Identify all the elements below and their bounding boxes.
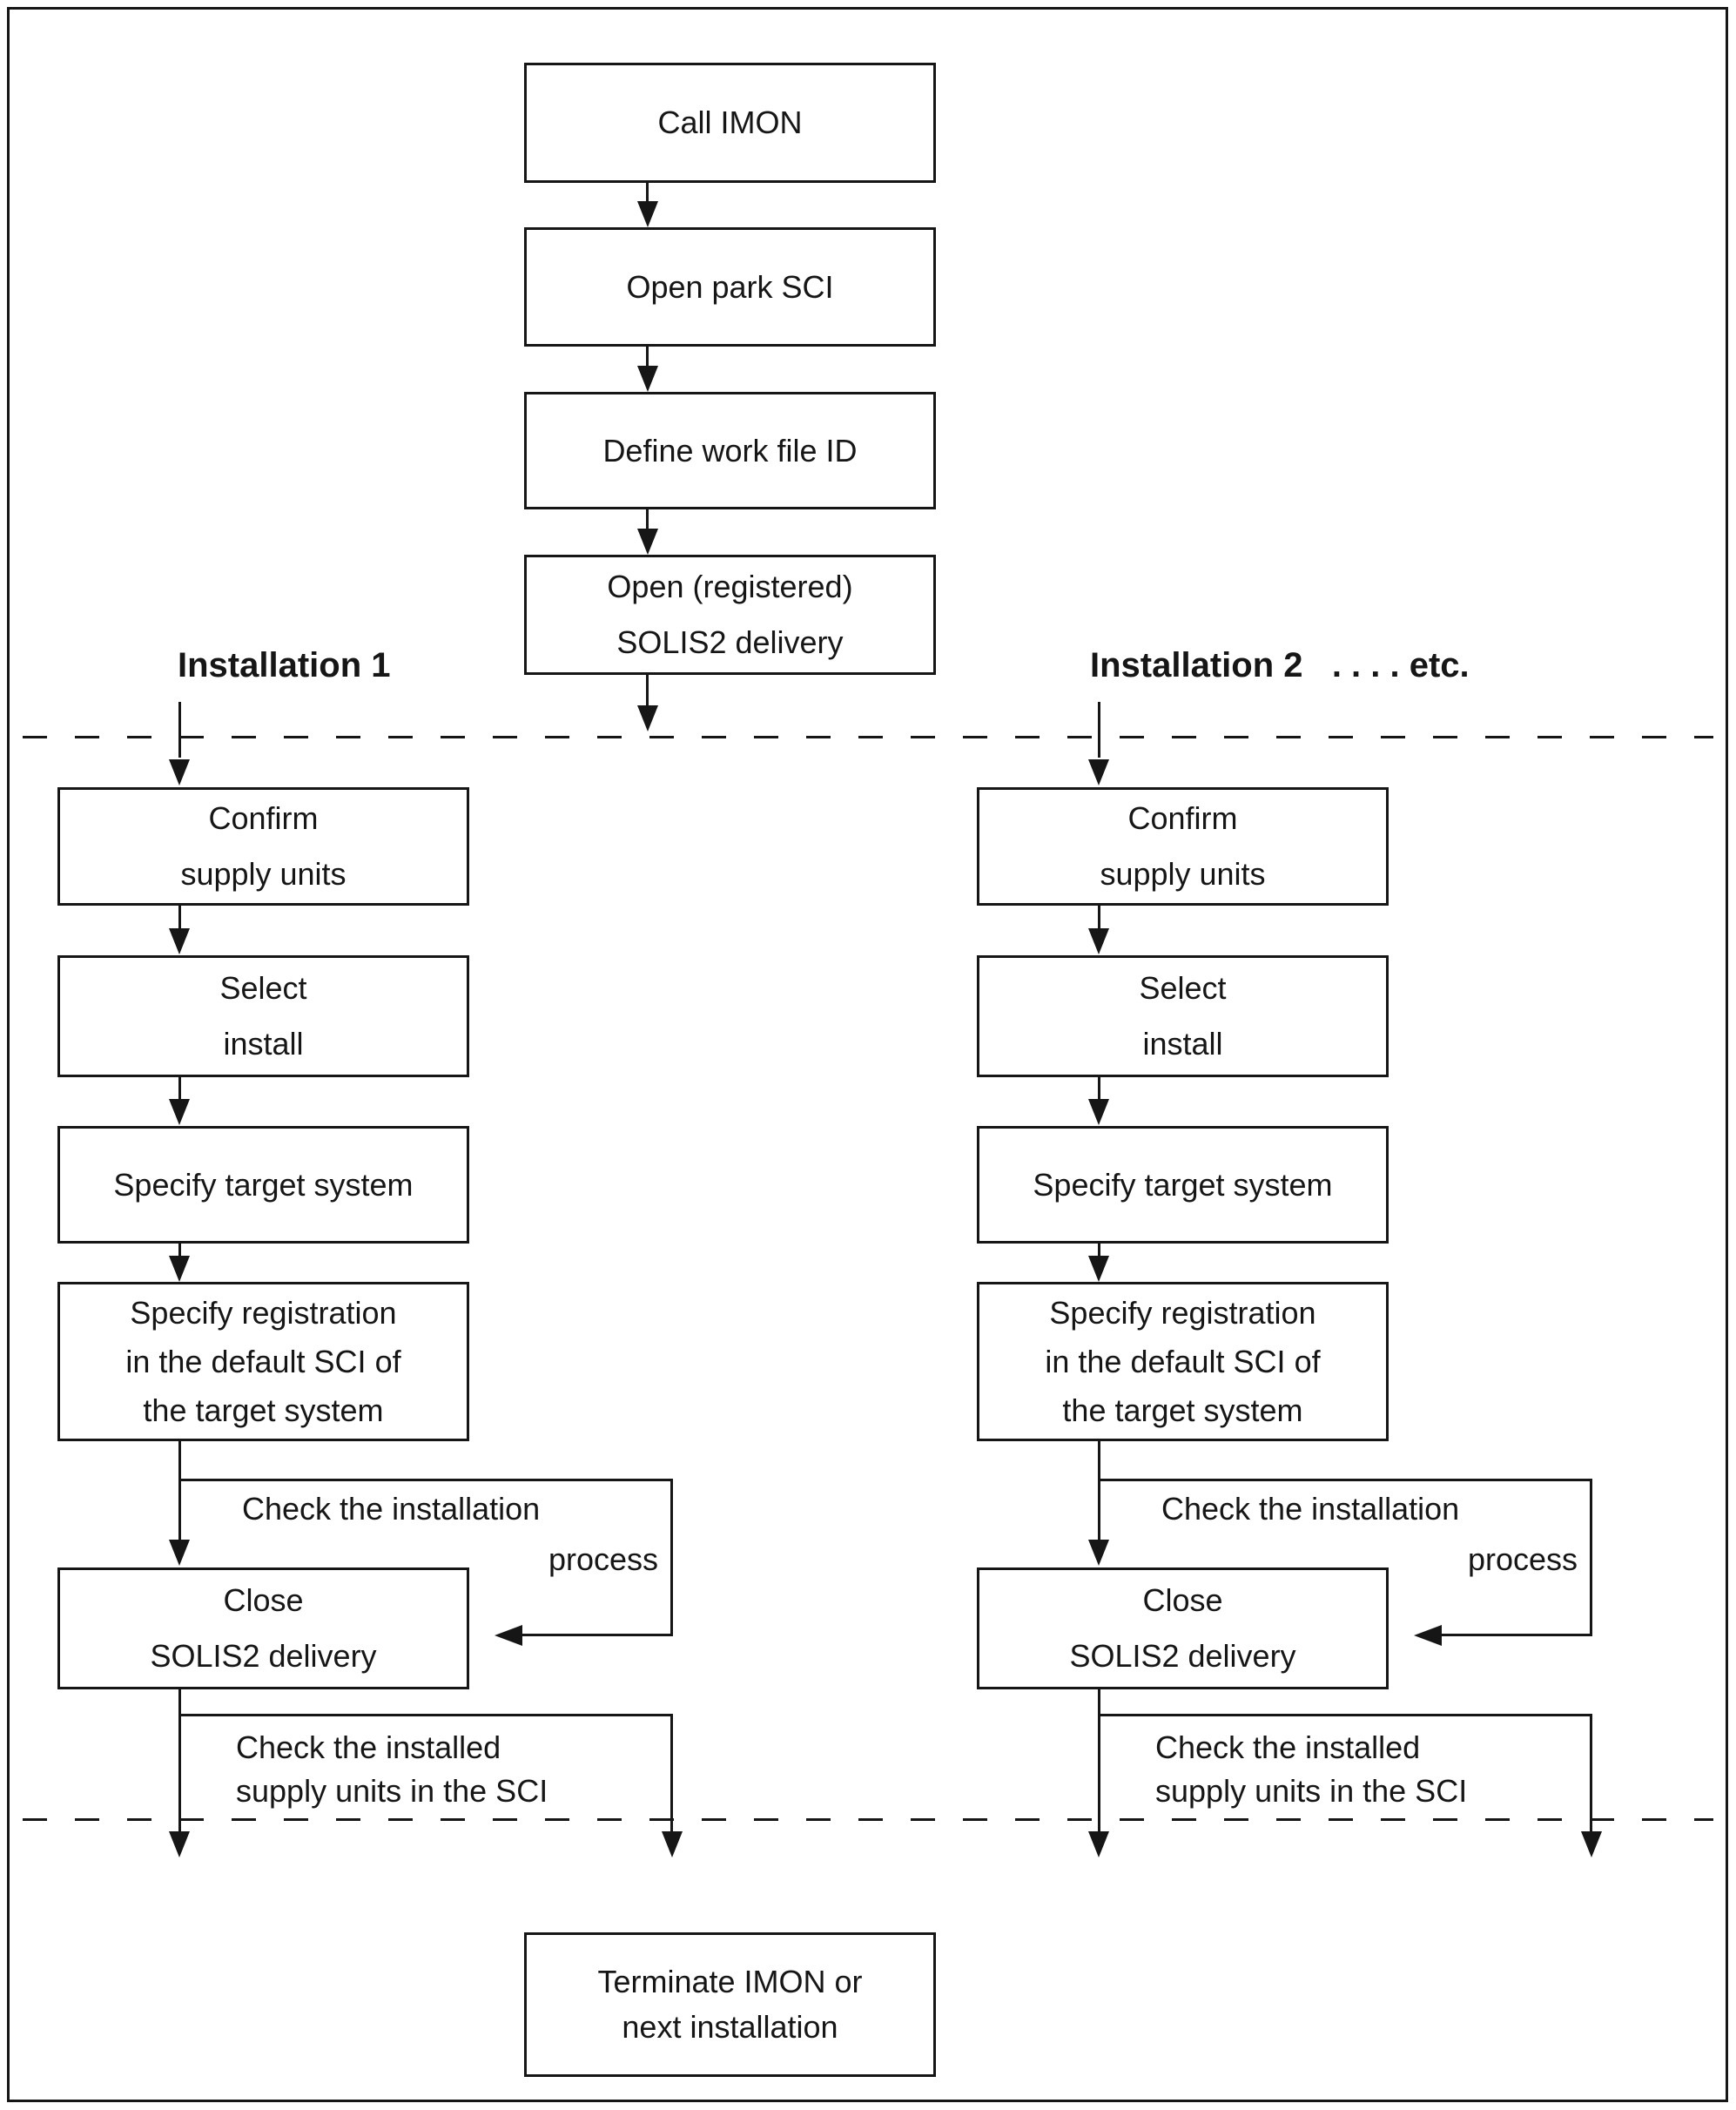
arrowhead-down-icon [662,1831,683,1857]
connector-line [1098,702,1100,758]
phase-separator-bottom [23,1818,1713,1821]
installation-2-label: Installation 2 . . . . etc. [1090,646,1470,684]
connector-line [1098,906,1100,930]
check-process-bracket-right [670,1479,673,1636]
arrowhead-left-icon [495,1625,522,1646]
connector-line [646,347,649,368]
connector-line [178,906,181,930]
connector-line [178,702,181,758]
connector-line [178,1244,181,1259]
note-check-installation-process: Check the installation [1161,1491,1460,1527]
connector-line [646,675,649,707]
arrowhead-down-icon [1088,1256,1109,1282]
diagram-border [7,7,1728,2102]
arrowhead-down-icon [169,1099,190,1125]
connector-line [178,1689,181,1833]
step-select-install: Select install [57,955,469,1077]
note-check-installation-process-line2: process [548,1541,658,1577]
step-specify-target-system: Specify target system [57,1126,469,1244]
installation-2-column: Installation 2 . . . . etc. Confirm supp… [977,0,1656,2110]
check-process-bracket-bottom [1442,1634,1592,1636]
arrowhead-down-icon [169,928,190,954]
check-process-bracket-top [178,1479,673,1481]
connector-line [1098,1441,1100,1541]
step-confirm-supply-units: Confirm supply units [57,787,469,906]
arrowhead-down-icon [169,759,190,785]
arrowhead-down-icon [1088,1831,1109,1857]
connector-line [646,509,649,531]
arrowhead-down-icon [1088,759,1109,785]
arrowhead-down-icon [637,529,658,555]
note-check-installation-process: Check the installation [242,1491,541,1527]
step-open-park-sci: Open park SCI [524,227,936,347]
installation-1-label: Installation 1 [178,646,391,684]
step-open-registered-solis2-delivery: Open (registered) SOLIS2 delivery [524,555,936,675]
step-call-imon: Call IMON [524,63,936,183]
arrowhead-left-icon [1414,1625,1442,1646]
arrowhead-down-icon [1088,1099,1109,1125]
note-check-installed-supply-units: Check the installed supply units in the … [236,1729,548,1809]
step-terminate-imon: Terminate IMON or next installation [524,1932,936,2077]
step-close-solis2-delivery: Close SOLIS2 delivery [977,1567,1389,1689]
arrowhead-down-icon [169,1540,190,1566]
step-specify-target-system: Specify target system [977,1126,1389,1244]
arrowhead-down-icon [1088,1540,1109,1566]
arrowhead-down-icon [1088,928,1109,954]
step-close-solis2-delivery: Close SOLIS2 delivery [57,1567,469,1689]
step-define-work-file-id: Define work file ID [524,392,936,509]
check-process-bracket-top [1098,1479,1592,1481]
connector-line [178,1077,181,1101]
check-process-bracket-right [1590,1479,1592,1636]
connector-line [1098,1077,1100,1101]
installation-1-column: Installation 1 Confirm supply units Sele… [57,0,737,2110]
arrowhead-down-icon [637,366,658,392]
arrowhead-down-icon [169,1256,190,1282]
step-confirm-supply-units: Confirm supply units [977,787,1389,906]
step-specify-registration: Specify registration in the default SCI … [977,1282,1389,1441]
check-installed-bracket-right [670,1714,673,1833]
note-check-installed-supply-units: Check the installed supply units in the … [1155,1729,1468,1809]
step-select-install: Select install [977,955,1389,1077]
check-installed-bracket-top [178,1714,673,1716]
connector-line [646,183,649,204]
arrowhead-down-icon [169,1831,190,1857]
check-installed-bracket-right [1590,1714,1592,1833]
connector-line [1098,1244,1100,1259]
connector-line [1098,1689,1100,1833]
step-specify-registration: Specify registration in the default SCI … [57,1282,469,1441]
check-process-bracket-bottom [522,1634,673,1636]
connector-line [178,1441,181,1541]
arrowhead-down-icon [637,705,658,731]
arrowhead-down-icon [1581,1831,1602,1857]
phase-separator-top [23,736,1713,738]
note-check-installation-process-line2: process [1467,1541,1578,1577]
arrowhead-down-icon [637,201,658,227]
check-installed-bracket-top [1098,1714,1592,1716]
